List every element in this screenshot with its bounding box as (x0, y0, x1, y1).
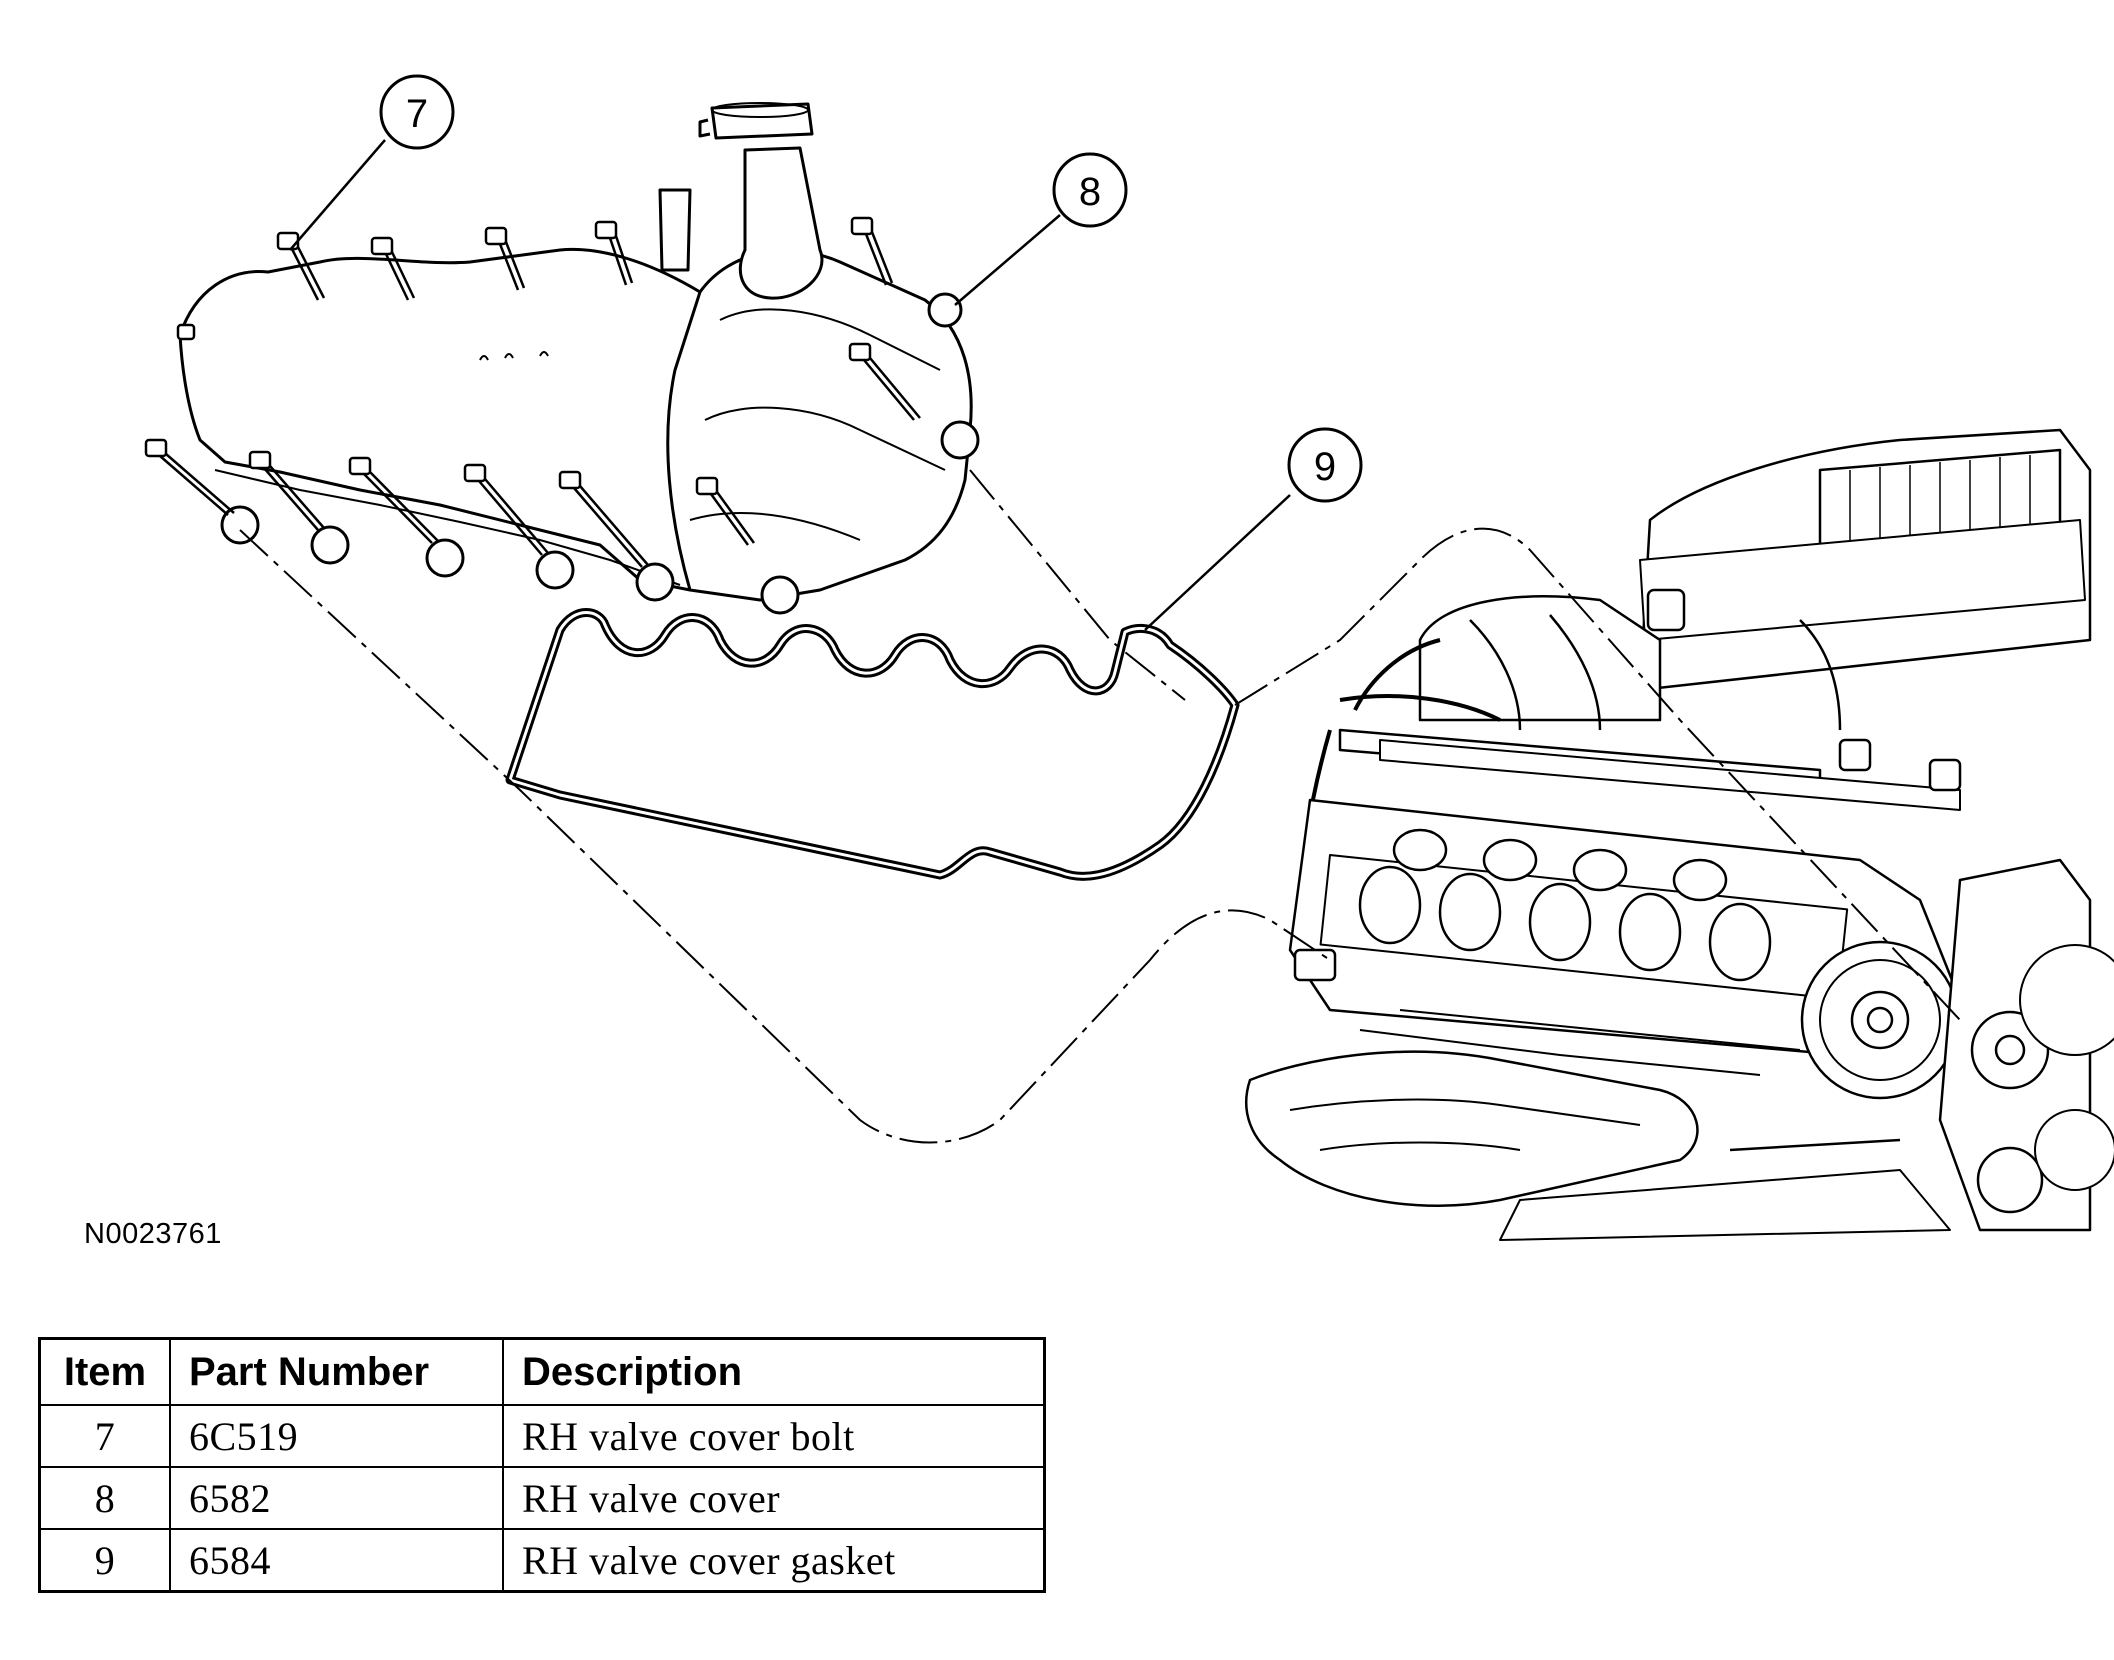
cell-description: RH valve cover bolt (502, 1404, 1046, 1468)
table-row: 9 6584 RH valve cover gasket (38, 1528, 1046, 1593)
callout-8: 8 (954, 152, 1128, 306)
cell-description: RH valve cover gasket (502, 1528, 1046, 1593)
table-row: 8 6582 RH valve cover (38, 1466, 1046, 1530)
engine-assembly (1245, 428, 2114, 1241)
callout-7-label: 7 (406, 92, 428, 136)
cell-description: RH valve cover (502, 1466, 1046, 1530)
cell-part-number: 6582 (169, 1466, 504, 1530)
callout-9: 9 (1144, 427, 1363, 631)
cell-item: 9 (38, 1528, 171, 1593)
exploded-view-diagram: 7 8 9 (144, 74, 2114, 1241)
header-part-number: Part Number (169, 1337, 504, 1406)
parts-table: Item Part Number Description 7 6C519 RH … (38, 1337, 1046, 1593)
table-row: 7 6C519 RH valve cover bolt (38, 1404, 1046, 1468)
table-header-row: Item Part Number Description (38, 1337, 1046, 1406)
valve-cover-gasket (505, 608, 1240, 881)
callout-7: 7 (289, 74, 455, 251)
cell-part-number: 6C519 (169, 1404, 504, 1468)
valve-cover (178, 102, 980, 615)
cell-item: 7 (38, 1404, 171, 1468)
callout-9-label: 9 (1314, 445, 1336, 489)
alignment-lines (239, 469, 1961, 1144)
cell-item: 8 (38, 1466, 171, 1530)
valve-cover-bolts (144, 216, 921, 568)
callout-8-label: 8 (1079, 170, 1101, 214)
figure-id: N0023761 (84, 1218, 222, 1250)
header-description: Description (502, 1337, 1046, 1406)
header-item: Item (38, 1337, 171, 1406)
cell-part-number: 6584 (169, 1528, 504, 1593)
